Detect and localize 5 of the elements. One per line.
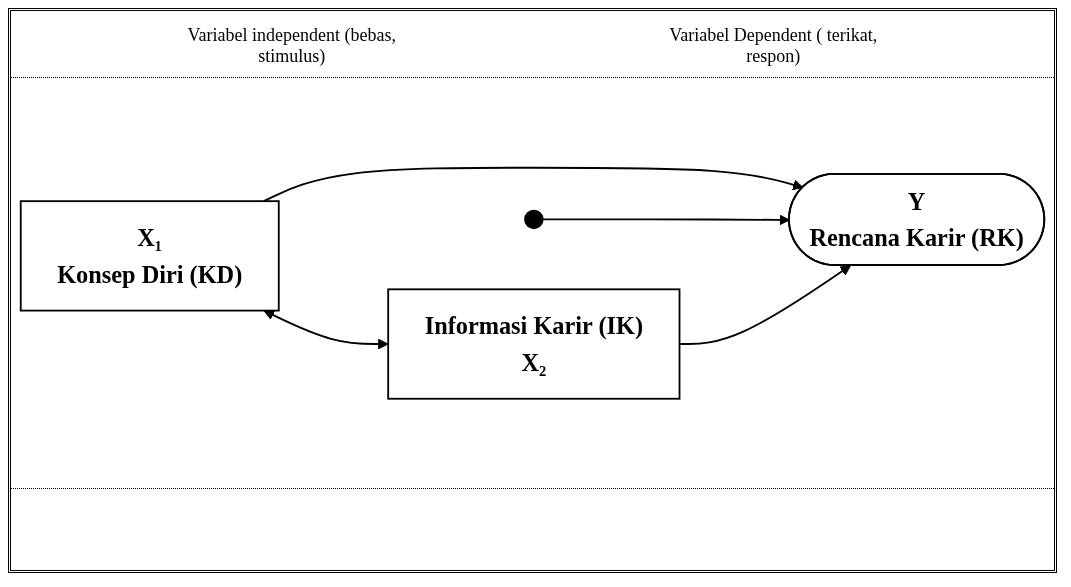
column-heading: Variabel Dependent ( terikat, respon) xyxy=(668,25,879,67)
node-box: X₁ Konsep Diri (KD) xyxy=(19,200,280,312)
node-box: Informasi Karir (IK) X₂ xyxy=(387,288,681,400)
arrow xyxy=(263,309,389,350)
column-heading: Variabel independent (bebas, stimulus) xyxy=(186,25,397,67)
